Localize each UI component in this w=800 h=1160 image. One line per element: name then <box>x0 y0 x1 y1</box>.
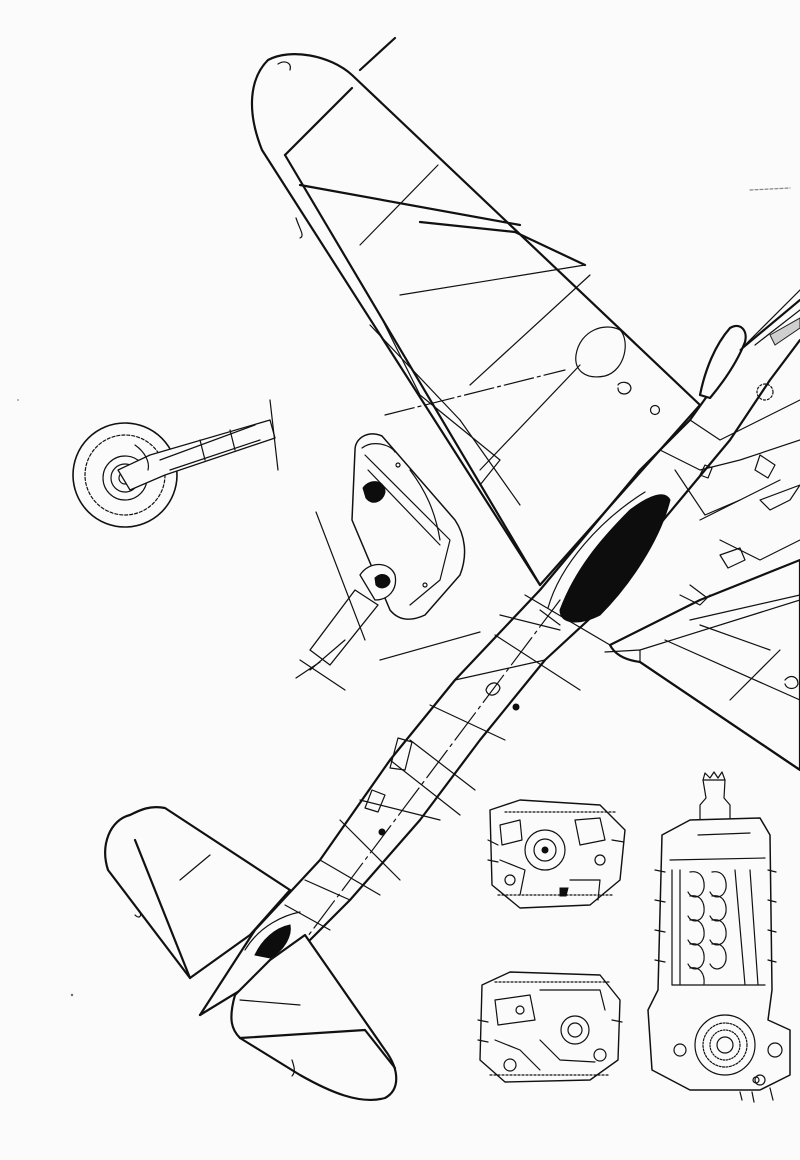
left-wing <box>250 36 702 587</box>
engine-side-view <box>647 771 791 1103</box>
tailplane-upper <box>104 806 292 980</box>
tailplane-lower <box>230 911 398 1102</box>
engine-rear-view <box>477 971 623 1083</box>
fuselage <box>198 289 800 1017</box>
landing-gear-bay-view <box>295 433 481 691</box>
right-wing <box>604 558 800 772</box>
scan-marks <box>17 187 791 997</box>
engine-front-view <box>487 799 626 909</box>
landing-gear-side-view <box>72 399 279 528</box>
